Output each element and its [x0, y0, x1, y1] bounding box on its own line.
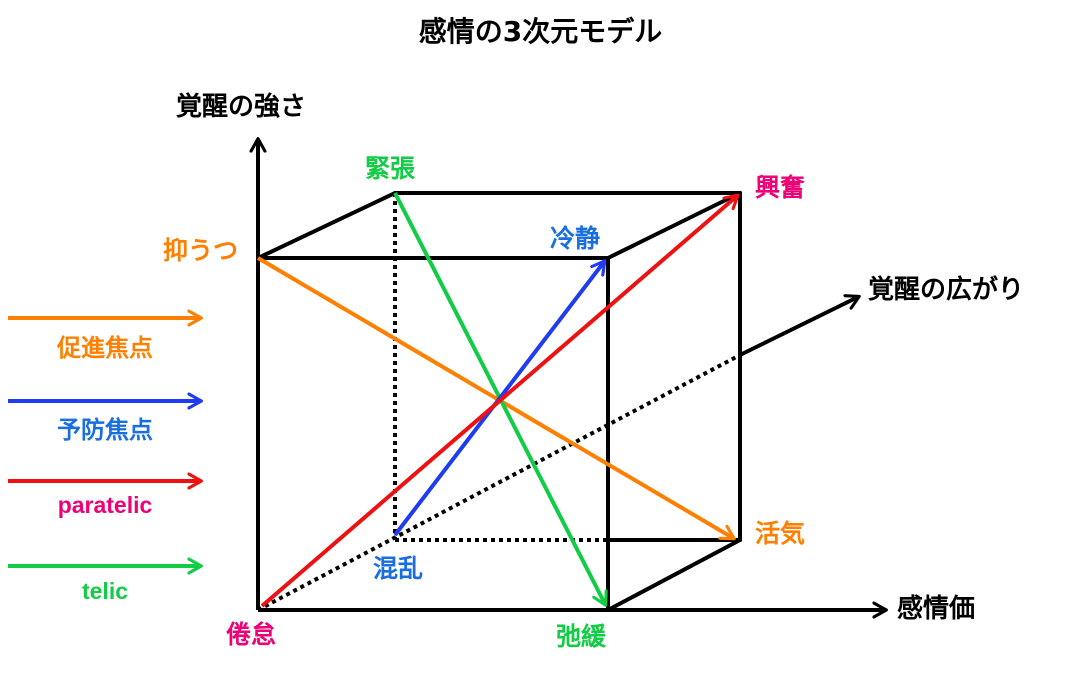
legend-label-promotion: 促進焦点 — [57, 334, 153, 362]
horizontal-axis-label: 感情価 — [897, 594, 976, 624]
vertex-label-reisei: 冷静 — [550, 224, 601, 253]
vertex-label-kentai: 倦怠 — [226, 620, 277, 649]
vertex-label-konran: 混乱 — [373, 554, 424, 583]
red-diagonal-arrow — [260, 196, 737, 608]
legend-label-prevention: 予防焦点 — [57, 416, 153, 444]
legend-label-paratelic: paratelic — [57, 492, 153, 518]
vertex-label-kappatsu: 活気 — [755, 519, 806, 548]
depth-axis-dotted — [257, 353, 741, 612]
vertical-axis-label: 覚醒の強さ — [176, 92, 307, 122]
vertex-label-kincho: 緊張 — [365, 154, 416, 183]
depth-axis-label: 覚醒の広がり — [868, 275, 1025, 305]
cube-edges — [256, 191, 742, 612]
vertex-label-kofun: 興奮 — [755, 173, 806, 202]
legend-label-telic: telic — [81, 578, 129, 604]
depth-axis-solid — [739, 297, 858, 357]
vertex-label-shikan: 弛緩 — [556, 622, 607, 651]
vertex-label-yokuutsu: 抑うつ — [163, 236, 239, 265]
orange-diagonal-arrow — [256, 256, 733, 538]
diagram-title: 感情の3次元モデル — [418, 15, 663, 48]
